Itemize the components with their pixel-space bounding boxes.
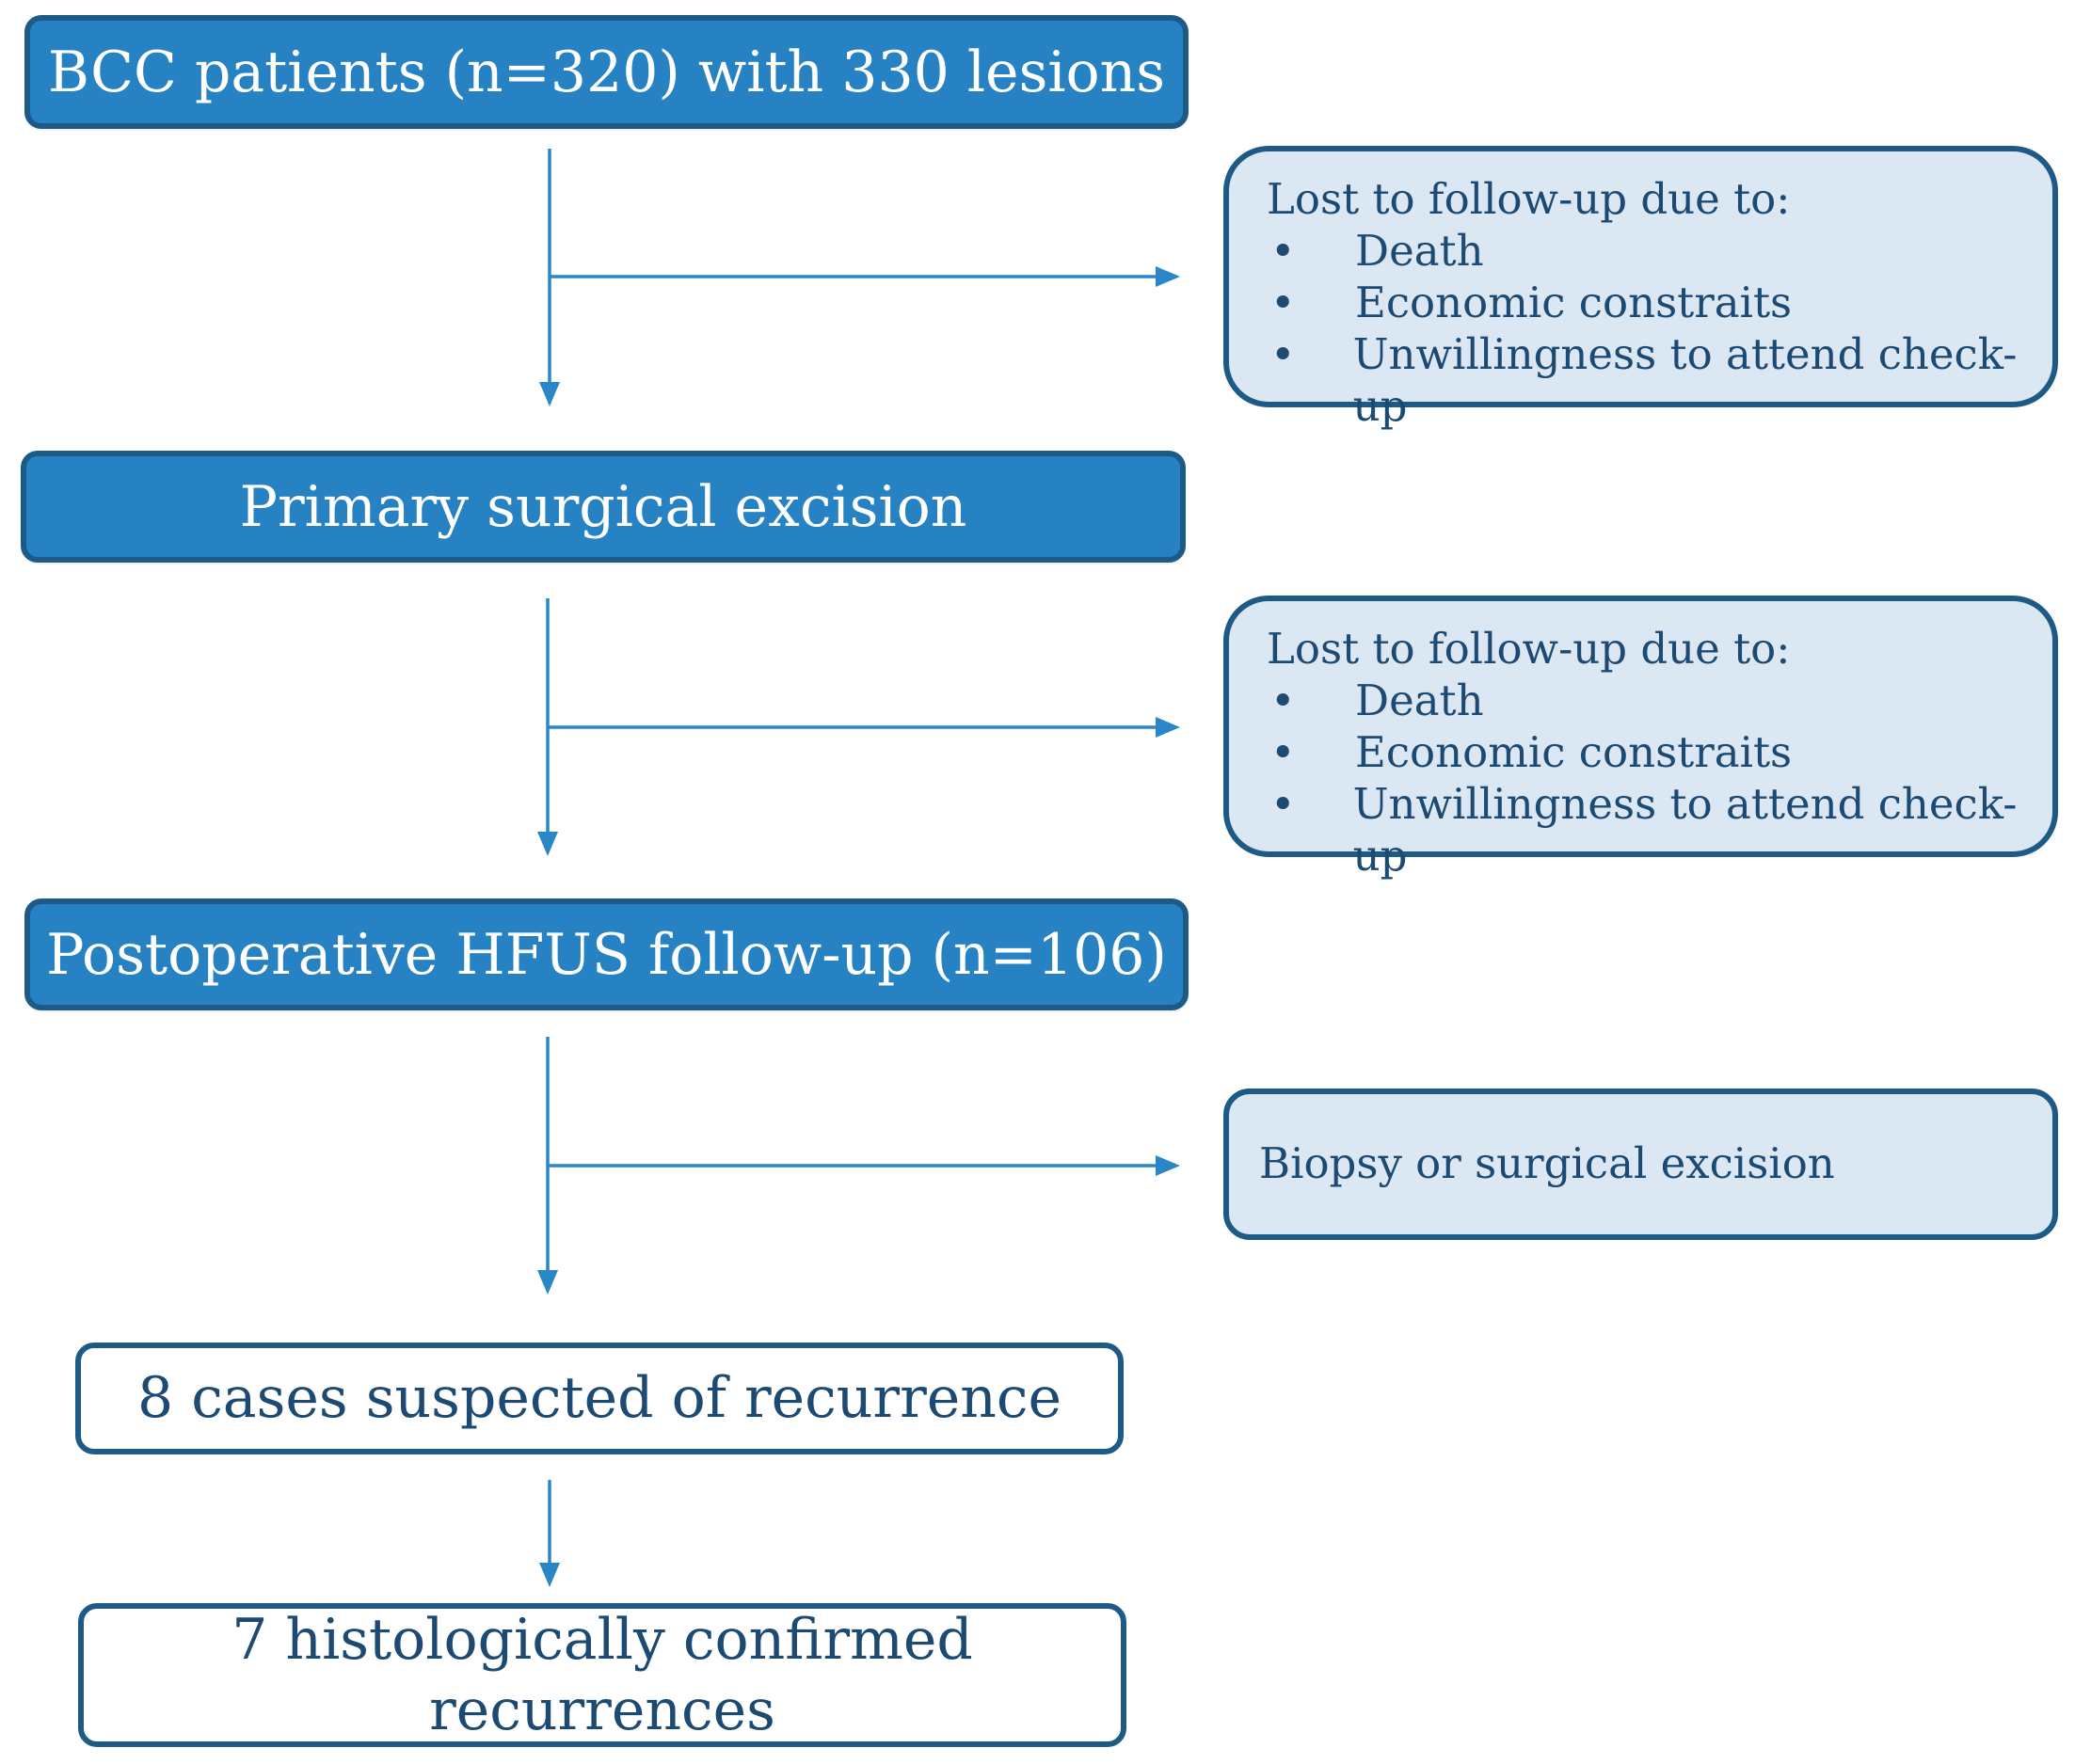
loss-to-follow-up-box-1: Lost to follow-up due to: • Death • Econom… xyxy=(1223,146,2058,431)
step-box-primary-excision: Primary surgical excision xyxy=(21,451,1186,563)
list-item: • Unwillingness to attend check-up xyxy=(1267,329,2052,433)
arrowhead-down-2 xyxy=(537,832,558,856)
step-label-confirmed-recurrences: 7 histologically confirmed recurrences xyxy=(231,1605,973,1746)
biopsy-label: Biopsy or surgical excision xyxy=(1259,1138,1835,1189)
step-label-suspected-recurrence: 8 cases suspected of recurrence xyxy=(136,1365,1062,1431)
step-box-hfus-follow-up: Postoperative HFUS follow-up (n=106) xyxy=(24,898,1189,1010)
confirmed-line-2: recurrences xyxy=(429,1677,775,1743)
bullet-icon: • xyxy=(1270,778,1296,829)
list-item: • Unwillingness to attend check-up xyxy=(1267,779,2052,882)
list-item-text: Death xyxy=(1355,225,1484,276)
step-box-confirmed-recurrences: 7 histologically confirmed recurrences xyxy=(78,1603,1126,1747)
arrowhead-right-1 xyxy=(1156,266,1180,287)
step-label-bcc-patients: BCC patients (n=320) with 330 lesions xyxy=(47,39,1166,105)
loss-box-2-content: Lost to follow-up due to: • Death • Econom… xyxy=(1229,601,2052,882)
list-item: • Death xyxy=(1267,675,2052,727)
step-label-hfus-follow-up: Postoperative HFUS follow-up (n=106) xyxy=(46,921,1167,988)
arrowhead-right-3 xyxy=(1156,1155,1180,1176)
arrowhead-right-2 xyxy=(1156,717,1180,738)
biopsy-box-content: Biopsy or surgical excision xyxy=(1229,1138,1835,1190)
loss-box-2-list: • Death • Economic constraits • Unwillingne… xyxy=(1267,675,2052,882)
list-item-text: Death xyxy=(1355,675,1484,725)
bullet-icon: • xyxy=(1270,726,1296,777)
step-label-primary-excision: Primary surgical excision xyxy=(239,473,967,540)
biopsy-box: Biopsy or surgical excision xyxy=(1223,1089,2058,1240)
list-item: • Death xyxy=(1267,226,2052,278)
loss-box-1-list: • Death • Economic constraits • Unwillingne… xyxy=(1267,226,2052,433)
list-item-text: Economic constraits xyxy=(1355,277,1793,327)
bullet-icon: • xyxy=(1270,675,1296,725)
loss-box-2-title: Lost to follow-up due to: xyxy=(1267,624,1791,674)
loss-to-follow-up-box-2: Lost to follow-up due to: • Death • Econom… xyxy=(1223,596,2058,881)
arrowhead-down-1 xyxy=(539,382,560,406)
list-item: • Economic constraits xyxy=(1267,727,2052,779)
bullet-icon: • xyxy=(1270,328,1296,379)
step-box-suspected-recurrence: 8 cases suspected of recurrence xyxy=(75,1343,1124,1454)
arrowhead-down-4 xyxy=(539,1563,560,1587)
list-item: • Economic constraits xyxy=(1267,278,2052,329)
list-item-text: Unwillingness to attend check-up xyxy=(1352,328,2018,431)
arrowhead-down-3 xyxy=(537,1270,558,1295)
bullet-icon: • xyxy=(1270,277,1296,327)
confirmed-line-1: 7 histologically confirmed xyxy=(231,1606,973,1673)
step-box-bcc-patients: BCC patients (n=320) with 330 lesions xyxy=(24,15,1189,129)
list-item-text: Economic constraits xyxy=(1355,726,1793,777)
list-item-text: Unwillingness to attend check-up xyxy=(1352,778,2018,881)
loss-box-1-title: Lost to follow-up due to: xyxy=(1267,174,1791,224)
bullet-icon: • xyxy=(1270,225,1296,276)
loss-box-1-content: Lost to follow-up due to: • Death • Econom… xyxy=(1229,151,2052,432)
